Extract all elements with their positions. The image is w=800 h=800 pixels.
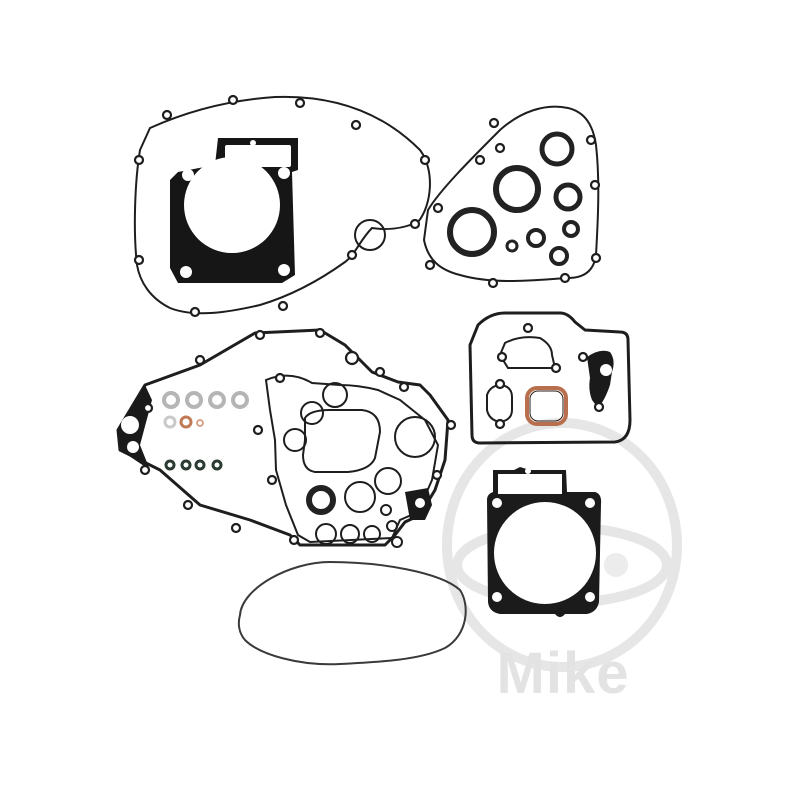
cylinder-head-gasket [170, 138, 298, 283]
large-o-ring [237, 560, 467, 666]
ignition-cover-gasket [422, 105, 602, 289]
clutch-cover-gasket [133, 94, 431, 318]
valve-cover-gasket-set [468, 311, 632, 445]
crankcase-gasket [116, 327, 457, 548]
watermark-text: Mike [496, 641, 630, 706]
cylinder-base-gasket [487, 467, 602, 617]
